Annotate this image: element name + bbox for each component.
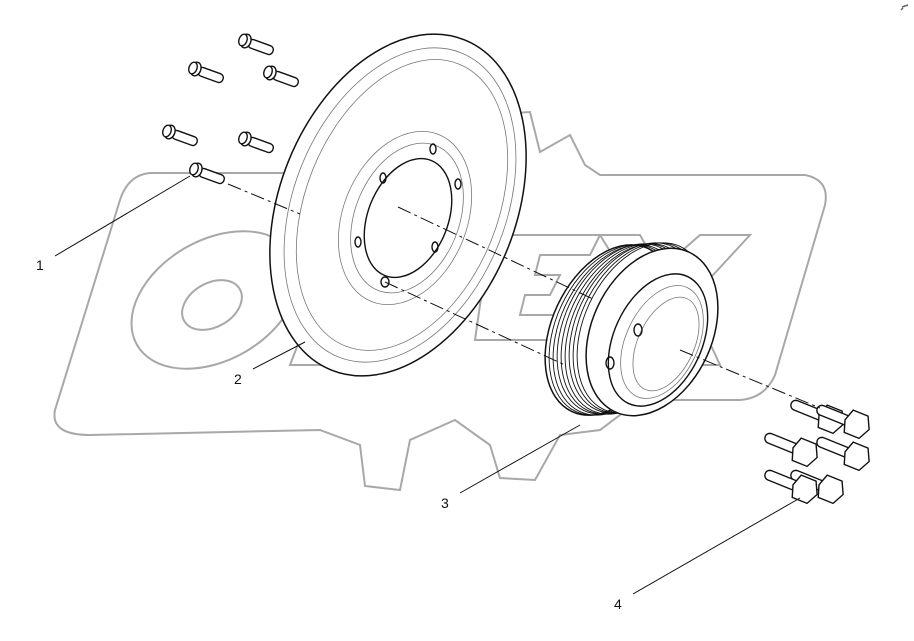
callout-2[interactable]: 2 [234,371,242,387]
leader-lines [54,175,801,595]
callout-1[interactable]: 1 [36,257,44,273]
bolt-set-1 [162,33,300,185]
callout-3[interactable]: 3 [441,495,449,511]
corner-mark [900,4,909,11]
callout-4[interactable]: 4 [614,596,622,612]
ribbed-pulley [544,242,719,417]
damper-disc [269,33,527,377]
axis-lines [227,183,821,409]
bolt-set-4 [764,399,870,505]
